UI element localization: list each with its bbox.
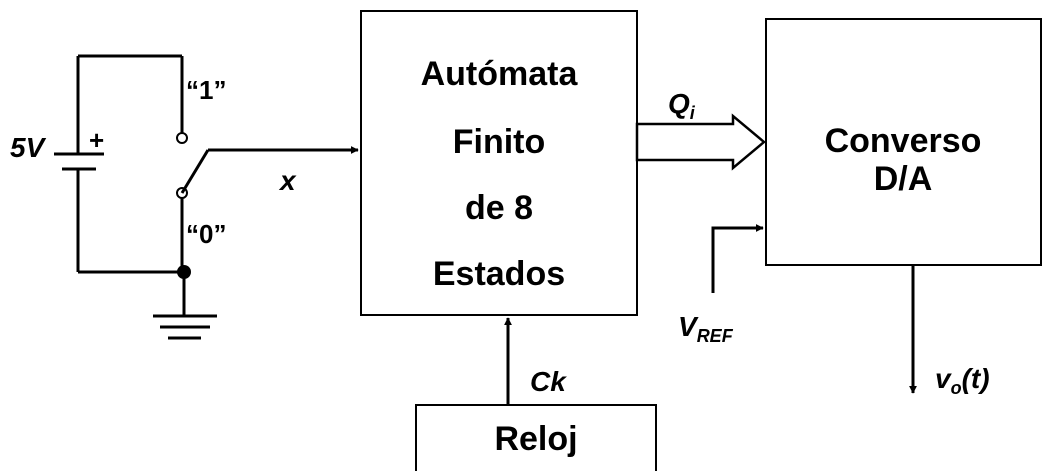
ground-symbol <box>153 272 217 340</box>
battery-voltage-label: 5V <box>10 132 47 163</box>
vref-arrow <box>711 224 764 293</box>
vref-label: VREF <box>678 311 734 346</box>
automaton-label-line-3: de 8 <box>465 189 533 227</box>
switch-position-0-label: “0” <box>186 219 226 249</box>
output-signal: vo(t) <box>909 265 990 398</box>
automaton-label-line-4: Estados <box>433 255 565 293</box>
automaton-label-line-2: Finito <box>453 123 546 161</box>
automaton-block: Autómata Finito de 8 Estados <box>360 10 638 316</box>
x-signal: x <box>208 146 359 196</box>
clock-box <box>415 404 657 471</box>
switch-lever <box>180 149 210 194</box>
battery-plus-sign: + <box>89 125 104 155</box>
q-bus-label: Qi <box>668 88 696 123</box>
q-bus-hollow-arrow <box>635 113 766 171</box>
clock-signal-label: Ck <box>530 366 567 397</box>
automaton-box <box>360 10 638 316</box>
converter-box <box>765 18 1042 266</box>
clock-block: Reloj Ck <box>415 317 657 471</box>
converter-label-line-1: Converso <box>825 122 982 160</box>
converter-label-line-2: D/A <box>874 160 933 198</box>
vref-signal: VREF <box>678 224 764 346</box>
q-bus: Qi <box>635 88 766 171</box>
x-signal-label: x <box>278 165 297 196</box>
battery-circuit: 5V + <box>10 54 184 274</box>
converter-block: Converso D/A <box>765 18 1042 266</box>
automaton-label-line-1: Autómata <box>421 55 579 93</box>
switch-position-1-label: “1” <box>186 75 226 105</box>
switch-contact-1 <box>176 132 188 144</box>
output-label: vo(t) <box>935 363 990 398</box>
clock-label: Reloj <box>494 420 577 458</box>
switch: “1” “0” <box>176 56 226 279</box>
